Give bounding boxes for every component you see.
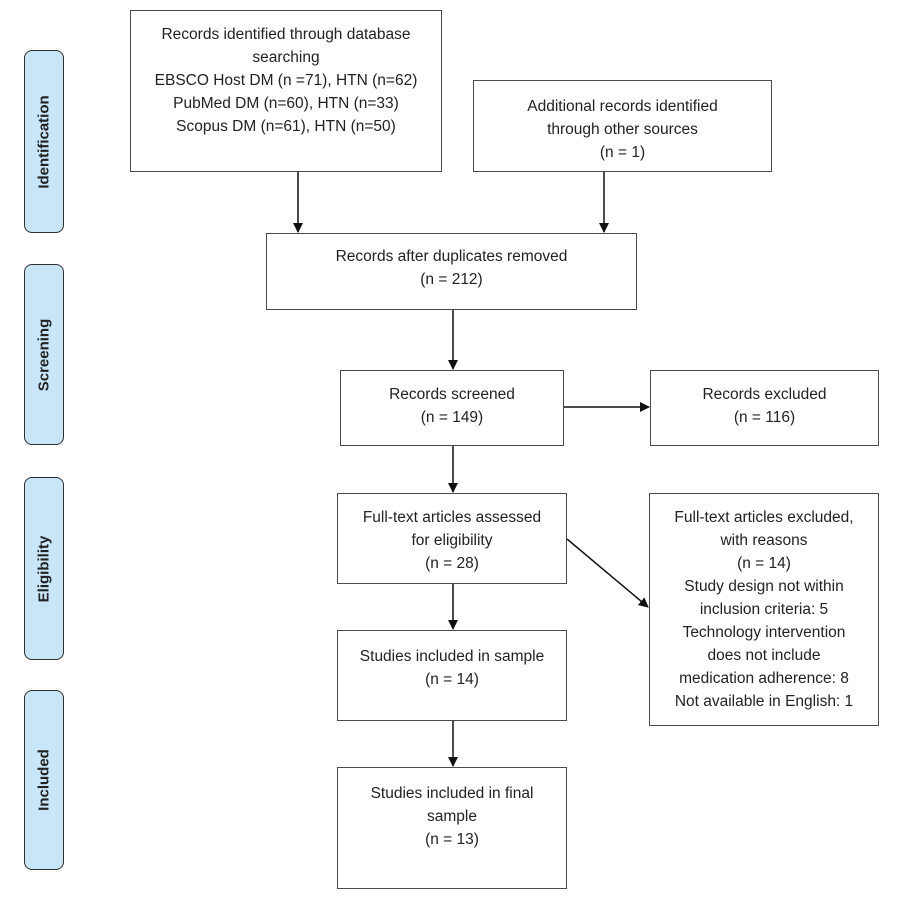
records-excluded-box: Records excluded (n = 116) bbox=[650, 370, 879, 446]
records-excluded-line: Records excluded bbox=[702, 386, 827, 403]
studies-included-box: Studies included in sample (n = 14) bbox=[337, 630, 567, 721]
records-identified-box: Records identified through database sear… bbox=[130, 10, 442, 172]
fulltext-excluded-line: (n = 14) bbox=[737, 555, 791, 572]
additional-records-box: Additional records identified through ot… bbox=[473, 80, 772, 172]
records-screened-line: Records screened bbox=[389, 386, 515, 403]
final-sample-box: Studies included in final sample (n = 13… bbox=[337, 767, 567, 889]
fulltext-assessed-line: Full-text articles assessed bbox=[362, 509, 542, 526]
stage-included: Included bbox=[24, 690, 64, 870]
fulltext-excluded-line: with reasons bbox=[720, 532, 808, 549]
records-screened-box: Records screened (n = 149) bbox=[340, 370, 564, 446]
stage-identification: Identification bbox=[24, 50, 64, 233]
records-identified-line: EBSCO Host DM (n =71), HTN (n=62) bbox=[154, 72, 418, 89]
stage-eligibility: Eligibility bbox=[24, 477, 64, 660]
records-excluded-line: (n = 116) bbox=[733, 409, 796, 426]
records-identified-line: Records identified through database bbox=[161, 26, 411, 43]
studies-included-line: Studies included in sample bbox=[359, 648, 545, 665]
duplicates-removed-line: Records after duplicates removed bbox=[335, 248, 568, 265]
fulltext-assessed-line: for eligibility bbox=[411, 532, 493, 549]
duplicates-removed-box: Records after duplicates removed (n = 21… bbox=[266, 233, 637, 310]
fulltext-excluded-line: does not include bbox=[707, 647, 821, 664]
fulltext-excluded-line: inclusion criteria: 5 bbox=[699, 601, 829, 618]
fulltext-excluded-line: Not available in English: 1 bbox=[674, 693, 854, 710]
additional-records-line: (n = 1) bbox=[599, 144, 646, 161]
records-identified-line: PubMed DM (n=60), HTN (n=33) bbox=[173, 95, 399, 112]
final-sample-line: sample bbox=[427, 808, 477, 825]
fulltext-excluded-line: medication adherence: 8 bbox=[679, 670, 849, 687]
fulltext-excluded-line: Full-text articles excluded, bbox=[674, 509, 854, 526]
fulltext-excluded-line: Study design not within bbox=[684, 578, 844, 595]
arrow-assessed-to-fulltext-excluded bbox=[566, 538, 649, 608]
fulltext-excluded-box: Full-text articles excluded, with reason… bbox=[649, 493, 879, 726]
records-screened-line: (n = 149) bbox=[420, 409, 484, 426]
duplicates-removed-line: (n = 212) bbox=[420, 271, 483, 288]
records-identified-line: Scopus DM (n=61), HTN (n=50) bbox=[176, 118, 396, 135]
additional-records-line: Additional records identified bbox=[527, 98, 718, 115]
fulltext-assessed-line: (n = 28) bbox=[425, 555, 479, 572]
records-identified-line: searching bbox=[252, 49, 320, 66]
fulltext-assessed-box: Full-text articles assessed for eligibil… bbox=[337, 493, 567, 584]
stage-screening: Screening bbox=[24, 264, 64, 445]
studies-included-line: (n = 14) bbox=[425, 671, 479, 688]
final-sample-line: Studies included in final bbox=[370, 785, 534, 802]
fulltext-excluded-line: Technology intervention bbox=[682, 624, 846, 641]
additional-records-line: through other sources bbox=[547, 121, 698, 138]
final-sample-line: (n = 13) bbox=[425, 831, 479, 848]
